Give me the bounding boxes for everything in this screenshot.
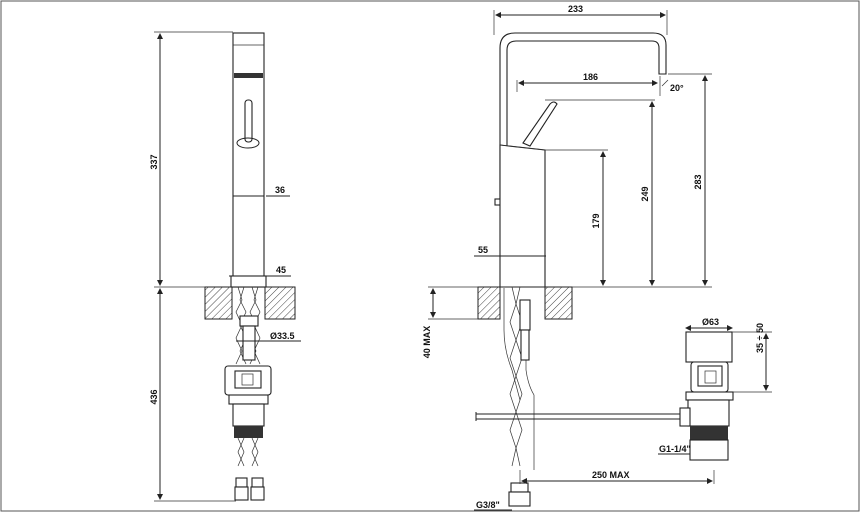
front-handle-base: [236, 137, 260, 149]
dim-waste-range: 35 ÷ 50: [755, 323, 765, 353]
dim-tail-diameter: Ø33.5: [270, 331, 295, 341]
front-supply-fitting-left: [235, 477, 248, 488]
front-aerator-band: [234, 73, 263, 78]
dim-spout-height-249: 249: [640, 186, 650, 201]
waste-thread: [690, 426, 728, 440]
side-deck-left: [477, 286, 501, 320]
dim-waste-thread: G1-1/4": [659, 444, 691, 454]
front-handle-lever: [244, 99, 253, 143]
front-waste-thread: [234, 426, 263, 438]
dim-supply-thread: G3/8": [476, 500, 500, 510]
side-supply-fitting: [510, 482, 529, 493]
front-supply-fitting-right: [251, 477, 264, 488]
side-faucet-body: [499, 144, 546, 288]
side-deck-right: [544, 286, 573, 320]
side-view: 233 186 20° 283 249 179 55 40 MAX G3/8": [422, 4, 715, 511]
front-deck-left: [204, 286, 233, 320]
waste-connector: [679, 407, 691, 427]
dim-angle-20: 20°: [670, 83, 684, 93]
front-base: [230, 275, 267, 288]
waste-cap: [685, 331, 733, 363]
front-view: 337 436 36 45 Ø33.5: [149, 31, 301, 502]
dim-deck-thickness: 40 MAX: [422, 326, 432, 359]
dim-spout-reach-233: 233: [568, 4, 583, 14]
dim-waste-diameter: Ø63: [702, 317, 719, 327]
dim-below-deck-436: 436: [149, 389, 159, 404]
front-deck-right: [264, 286, 296, 320]
dim-total-height-283: 283: [693, 174, 703, 189]
front-faucet-body: [232, 32, 265, 288]
waste-detail-view: Ø63 35 ÷ 50 G1-1/4": [658, 317, 772, 461]
dim-handle-reach-186: 186: [583, 72, 598, 82]
dim-base-width-55: 55: [478, 245, 488, 255]
dim-rod-length: 250 MAX: [592, 470, 630, 480]
side-handle-lever: [522, 101, 558, 147]
dim-base-width-45: 45: [276, 265, 286, 275]
dim-body-width-36: 36: [275, 185, 285, 195]
dim-handle-height-179: 179: [591, 213, 601, 228]
dim-height-337: 337: [149, 154, 159, 169]
side-spout: [499, 32, 667, 201]
